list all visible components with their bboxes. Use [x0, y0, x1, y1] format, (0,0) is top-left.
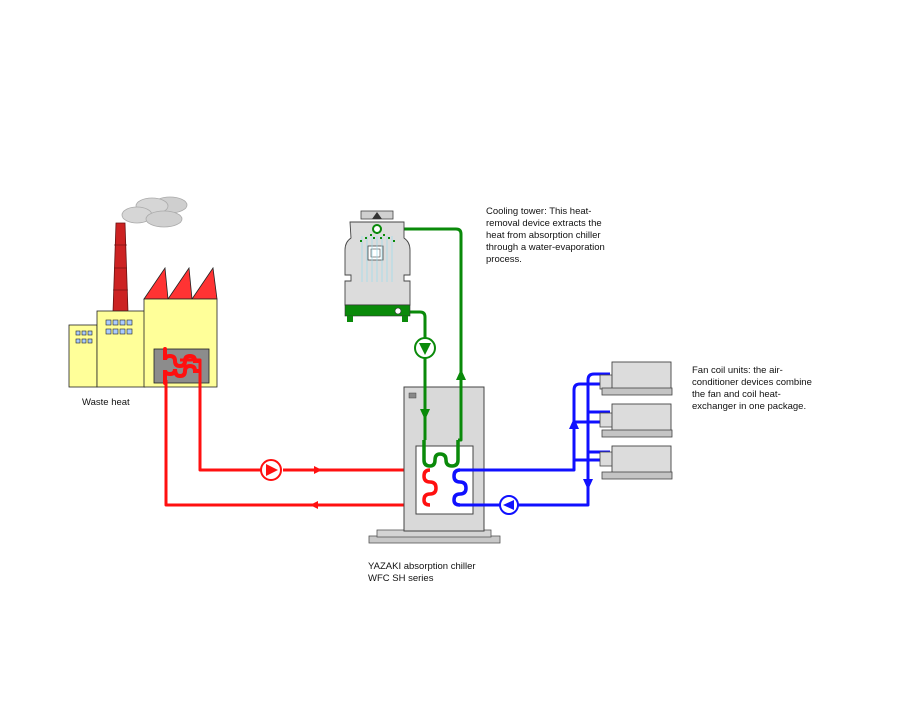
pump-icon — [414, 337, 436, 359]
smoke-icon — [121, 196, 188, 228]
pump-icon — [499, 495, 519, 515]
fan-coil-unit-icon — [599, 361, 673, 396]
fan-coil-unit-icon — [599, 445, 673, 480]
factory-icon — [68, 196, 218, 388]
cooling-tower-icon — [344, 210, 411, 322]
heat-exchanger-coil-icon — [163, 347, 201, 385]
chiller-label: YAZAKI absorption chiller WFC SH series — [368, 561, 476, 584]
waste-heat-label: Waste heat — [82, 397, 130, 408]
cooling-water-circuit — [385, 227, 463, 442]
fan-coil-label: Fan coil units: the air- conditioner dev… — [692, 365, 812, 412]
fan-coil-unit-icon — [599, 403, 673, 438]
absorption-chiller-icon — [368, 386, 501, 544]
cooling-tower-label: Cooling tower: This heat- removal device… — [486, 206, 605, 265]
pump-icon — [260, 459, 282, 481]
